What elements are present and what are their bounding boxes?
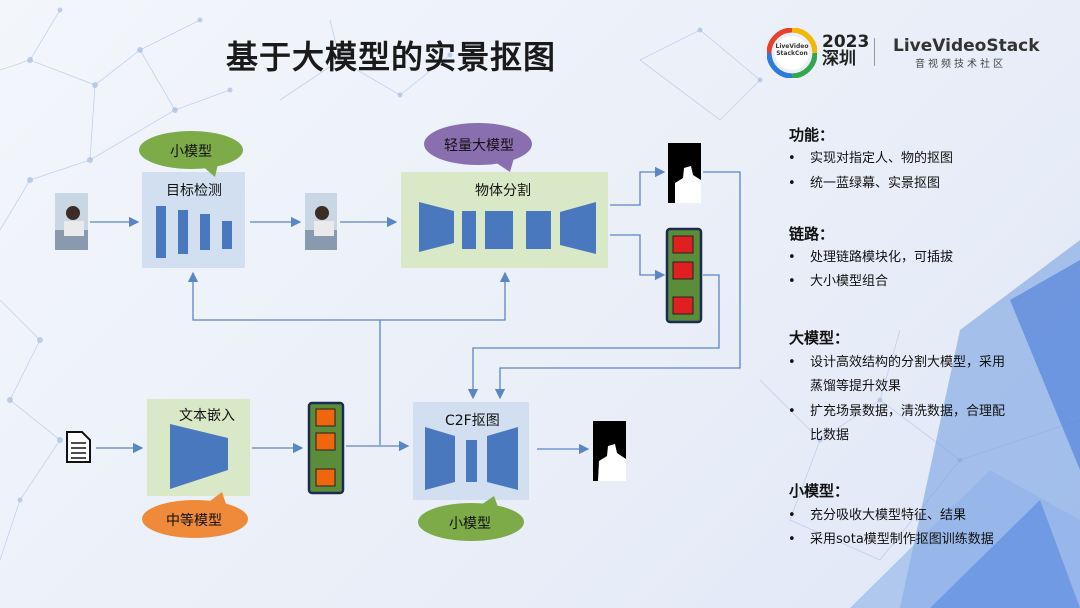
mask-output-icon <box>668 143 701 203</box>
list-item-continuation: 蒸馏等提升效果 <box>810 379 902 394</box>
feature-strip-red <box>665 227 703 324</box>
embed-bubble-label: 中等模型 <box>166 513 222 529</box>
bubble-segment <box>424 123 532 172</box>
segment-label: 物体分割 <box>475 183 531 199</box>
conference-logo-icon <box>767 28 817 78</box>
embed-encoder <box>170 424 228 489</box>
list-item: 大小模型组合 <box>788 271 888 293</box>
logo-brand: LiveVideoStack <box>893 36 1040 56</box>
list-item-continuation: 比数据 <box>810 428 850 443</box>
segment-network <box>419 202 596 254</box>
logo-year: 2023 深圳 <box>822 34 869 68</box>
detect-bars <box>156 206 232 258</box>
list-item: 处理链路模块化，可插拔 <box>788 247 953 269</box>
segment-bubble-label: 轻量大模型 <box>444 138 514 154</box>
section-heading-function: 功能： <box>789 126 835 144</box>
input-photo-icon <box>55 193 88 250</box>
logo-year-text: 2023 <box>822 32 870 52</box>
list-item: 实现对指定人、物的抠图 <box>788 148 953 170</box>
detect-label: 目标检测 <box>166 183 222 199</box>
page-title: 基于大模型的实景抠图 <box>226 38 557 76</box>
embed-label: 文本嵌入 <box>179 408 235 424</box>
c2f-bubble-label: 小模型 <box>449 516 491 532</box>
logo-divider <box>874 38 875 66</box>
section-heading-large-model: 大模型： <box>789 329 850 347</box>
logo-brand-sub: 音视频技术社区 <box>915 59 1006 70</box>
list-item: 充分吸收大模型特征、结果 <box>788 505 966 527</box>
bubble-detect <box>139 131 243 177</box>
detect-bubble-label: 小模型 <box>170 144 212 160</box>
list-item: 设计高效结构的分割大模型，采用 <box>788 352 1005 374</box>
list-item: 统一蓝绿幕、实景抠图 <box>788 173 940 195</box>
list-item: 采用sota模型制作抠图训练数据 <box>788 529 994 551</box>
section-heading-pipeline: 链路： <box>789 225 835 243</box>
logo-badge-text: LiveVideo StackCon <box>775 43 809 57</box>
cropped-photo-icon <box>305 193 337 250</box>
bubble-embed <box>142 492 248 538</box>
c2f-network <box>425 427 518 490</box>
c2f-label: C2F抠图 <box>445 413 500 429</box>
final-mask-icon <box>593 421 626 481</box>
bubble-c2f <box>418 496 524 541</box>
section-heading-small-model: 小模型： <box>789 482 850 500</box>
logo-city-text: 深圳 <box>822 49 856 69</box>
list-item: 扩充场景数据，清洗数据，合理配 <box>788 401 1005 423</box>
feature-strip-orange <box>307 401 345 495</box>
document-icon <box>66 431 91 463</box>
